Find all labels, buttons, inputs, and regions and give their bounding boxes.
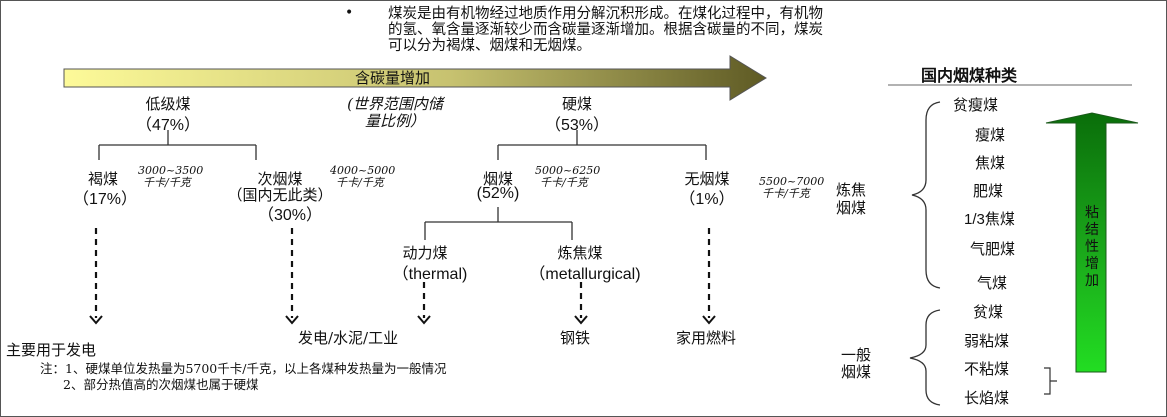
anth-heat-unit: 千卡/千克 [762,187,810,200]
coal-type: 气肥煤 [970,240,1016,258]
footnote-2: 2、部分热值高的次烟煤也属于硬煤 [63,377,259,392]
subbituminous-pct: （30%） [257,207,323,224]
coking-brace-icon [911,101,941,289]
met-coal-name: 炼焦煤 [557,244,603,262]
intro-line: 可以分为褐煤、烟煤和无烟煤。 [388,38,591,54]
general-label-1: 一般 [841,346,872,364]
general-label-2: 烟煤 [841,363,872,381]
caking-char: 增 [1085,256,1099,272]
coal-type: 瘦煤 [975,126,1006,144]
domestic-types-title: 国内烟煤种类 [921,66,1018,85]
coal-type: 贫瘦煤 [953,96,999,114]
use-domestic: 家用燃料 [676,329,737,347]
reserve-note-line1: (世界范围内储 [347,95,443,113]
coal-type: 1/3焦煤 [964,211,1015,228]
low-grade-coal-name: 低级煤 [145,95,191,113]
use-industry: 发电/水泥/工业 [298,329,399,347]
caking-increase-arrow [1045,112,1139,373]
thermal-coal-name: 动力煤 [402,244,448,262]
bituminous-name: 烟煤 [482,170,513,188]
subbit-heat-unit: 千卡/千克 [336,176,384,189]
thermal-coal-en: （thermal) [392,266,468,283]
subbituminous-note: （国内无此类） [227,186,333,204]
intro-line: 的氢、氧含量逐渐较少而含碳量逐渐增加。根据含碳量的不同，煤炭 [388,22,823,38]
caking-char: 粘 [1085,205,1099,221]
caking-char: 结 [1085,222,1099,238]
coal-type: 贫煤 [973,303,1004,321]
coal-type: 焦煤 [975,154,1006,172]
intro-paragraph: 煤炭是由有机物经过地质作用分解沉积形成。在煤化过程中，有机物 的氢、氧含量逐渐较… [388,6,823,54]
small-bracket-icon [1044,367,1057,395]
coal-type: 不粘煤 [964,360,1010,378]
lignite-name: 褐煤 [87,170,118,188]
lignite-heat-range: 3000~3500 [138,164,204,177]
hard-coal-pct: （53%） [544,117,610,134]
met-coal-en: （metallurgical) [529,266,641,283]
bit-heat-unit: 千卡/千克 [540,176,588,189]
low-grade-coal-pct: （47%） [135,117,201,134]
lignite-pct: （17%） [72,191,138,208]
intro-line: 煤炭是由有机物经过地质作用分解沉积形成。在煤化过程中，有机物 [388,6,823,22]
use-steel: 钢铁 [560,329,591,347]
anthracite-name: 无烟煤 [684,170,730,188]
coal-type: 弱粘煤 [964,332,1010,350]
carbon-increase-arrow [63,55,767,101]
anthracite-pct: （1%） [679,191,735,208]
anth-heat-range: 5500~7000 [759,175,825,188]
coal-type: 气煤 [977,274,1008,292]
caking-char: 加 [1085,273,1099,289]
bituminous-pct: (52%) [476,185,520,202]
lignite-heat-unit: 千卡/千克 [143,176,191,189]
subbit-heat-range: 4000~5000 [330,164,396,177]
footnote-1: 注：1、硬煤单位发热量为5700千卡/千克，以上各煤种发热量为一般情况 [40,361,447,376]
bit-heat-range: 5000~6250 [535,164,601,177]
intro-bullet: • [345,5,354,21]
general-brace-icon [909,309,941,406]
coking-label-1: 炼焦 [836,181,867,199]
coking-label-2: 烟煤 [836,199,867,217]
use-power: 主要用于发电 [6,341,97,359]
caking-arrow-label: 粘 结 性 增 加 [1082,205,1102,290]
subbituminous-name: 次烟煤 [257,170,303,188]
hard-coal-name: 硬煤 [561,95,592,113]
caking-char: 性 [1085,239,1099,255]
carbon-arrow-label: 含碳量增加 [355,69,431,87]
reserve-note-line2: 量比例） [364,112,425,130]
coal-type: 长焰煤 [964,389,1010,407]
coal-type: 肥煤 [973,182,1004,200]
